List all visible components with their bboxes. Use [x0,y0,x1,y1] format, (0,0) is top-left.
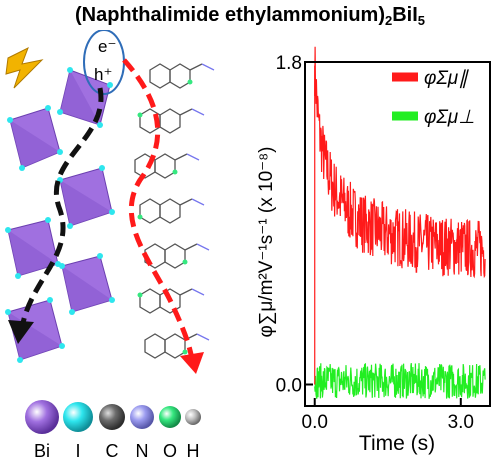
n-atom-icon [130,405,154,429]
bi-atom-icon [25,400,59,434]
crystal-structure: e⁻ h⁺ [5,30,215,374]
o-atom-icon [159,406,181,428]
iodine-atoms [5,67,115,363]
y-tick-label: 0.0 [276,376,302,397]
mobility-plot: 0.0 3.0 0.0 1.8 φ∑μ/m²V⁻¹s⁻¹ (x 10⁻⁸) Time … [256,46,491,455]
octahedron [59,167,113,227]
octahedron [9,107,61,169]
c-atom-icon [99,404,125,430]
octahedron [61,255,113,313]
electron-label: e⁻ [98,37,116,56]
y-tick-label: 1.8 [276,53,302,74]
i-atom-icon [63,402,93,432]
hole-transport-arrow [19,87,104,329]
legend-label-parallel: φΣμ∥ [424,68,469,89]
series-line-perpendicular [314,363,486,399]
atom-label-h: H [187,441,200,461]
electron-transport-arrow [122,58,195,361]
atom-label-o: O [163,441,177,461]
organic-molecules [134,63,215,359]
x-tick-label: 0.0 [302,412,328,433]
x-tick-label: 3.0 [448,412,474,433]
atom-label-c: C [106,441,119,461]
figure-title: (Naphthalimide ethylammonium)2BiI5 [74,4,426,28]
hole-label: h⁺ [94,65,112,84]
legend-label-perpendicular: φΣμ⊥ [424,107,475,128]
legend: φΣμ∥ φΣμ⊥ [392,68,475,128]
atom-label-i: I [75,441,80,461]
series-line-parallel [314,46,486,279]
plot-frame [304,61,491,407]
lightning-icon [5,46,44,89]
x-axis-label: Time (s) [359,432,435,455]
y-axis-label: φ∑μ/m²V⁻¹s⁻¹ (x 10⁻⁸) [256,146,277,337]
h-atom-icon [185,409,201,425]
octahedra-chain [5,67,115,363]
atom-label-bi: Bi [34,441,50,461]
atom-legend: Bi I C N O H [25,400,201,461]
ticks-layer: 0.0 3.0 0.0 1.8 [276,53,474,433]
atom-label-n: N [136,441,149,461]
series-layer [314,46,486,399]
